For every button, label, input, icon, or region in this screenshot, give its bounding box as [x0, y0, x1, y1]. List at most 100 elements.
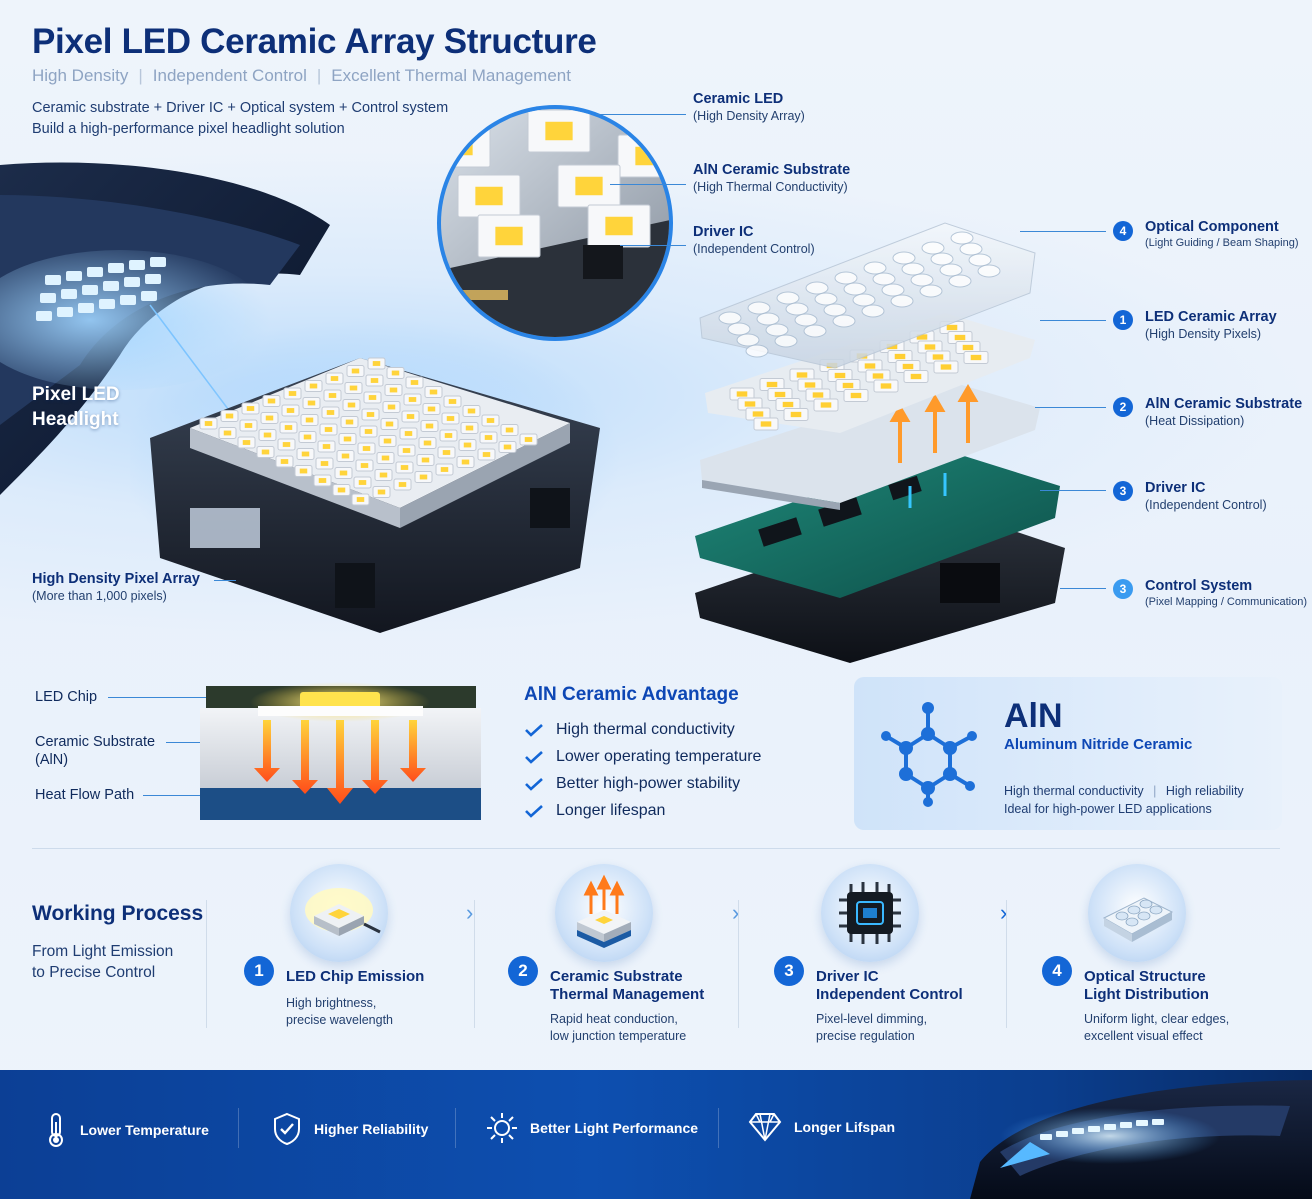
- optical-lens-cell: [892, 251, 916, 265]
- callout-driver-ic-title: Driver IC: [693, 224, 754, 240]
- callout-led-array-sub: (High Density Pixels): [1145, 327, 1262, 341]
- callout-ceramic-led: Ceramic LED (High Density Array): [693, 91, 805, 123]
- led-core: [427, 406, 436, 412]
- headlight-label-line-2: Headlight: [32, 409, 119, 430]
- advantage-item-label: Better high-power stability: [556, 774, 741, 792]
- led-core: [324, 427, 333, 432]
- advantage-item: Better high-power stability: [524, 770, 761, 797]
- led-core: [429, 389, 438, 395]
- step-3-title: Driver IC Independent Control: [816, 968, 963, 1004]
- leader-led-chip: [108, 697, 206, 698]
- optical-lens-cell: [776, 291, 800, 305]
- feature-higher-reliability: Higher Reliability: [272, 1112, 428, 1146]
- leader-driver-layer: [1040, 490, 1106, 491]
- led-core: [463, 442, 472, 448]
- process-title: Working Process: [32, 902, 204, 925]
- advantage-item-label: Longer lifespan: [556, 801, 666, 819]
- step-2-description: Rapid heat conduction, low junction temp…: [550, 1011, 686, 1045]
- step-4-desc-line-2: excellent visual effect: [1084, 1029, 1203, 1043]
- led-core: [379, 472, 388, 478]
- subtitle-control: Independent Control: [152, 66, 307, 85]
- checkmark-icon: [525, 723, 543, 737]
- optical-lens-cell: [794, 313, 818, 327]
- pixel-array-callout: High Density Pixel Array (More than 1,00…: [32, 571, 200, 603]
- led-core: [575, 176, 603, 196]
- led-core: [347, 402, 356, 408]
- advantage-item: Longer lifespan: [524, 797, 761, 824]
- led-core: [288, 391, 297, 396]
- led-core: [834, 372, 846, 379]
- step-1-title: LED Chip Emission: [286, 968, 424, 986]
- heat-label-substrate: Ceramic Substrate (AlN): [35, 733, 155, 769]
- process-arrow-icon: ›: [1000, 900, 1008, 925]
- led-core: [356, 497, 365, 502]
- led-core: [223, 430, 232, 436]
- led-core: [448, 399, 457, 404]
- step-1-desc-line-1: High brightness,: [286, 996, 377, 1010]
- checkmark-icon: [525, 804, 543, 818]
- leader-ain-substrate: [610, 184, 686, 185]
- led-core: [440, 467, 449, 472]
- led-array-module-illustration: [130, 318, 620, 633]
- optical-lens-cell: [968, 253, 992, 267]
- step-4-title-line-2: Light Distribution: [1084, 986, 1209, 1003]
- led-core: [339, 470, 348, 476]
- led-core: [391, 370, 400, 376]
- heat-flow-diagram: [200, 682, 481, 820]
- feature-label: Longer Lifspan: [794, 1119, 896, 1135]
- pixel-array-subtitle: (More than 1,000 pixels): [32, 589, 167, 603]
- led-core: [301, 451, 310, 457]
- led-core: [381, 455, 390, 461]
- optical-lens-cell: [843, 282, 867, 296]
- section-divider: [32, 848, 1280, 849]
- ain-description: High thermal conductivity | High reliabi…: [1004, 782, 1244, 818]
- led-core: [366, 412, 375, 417]
- leader-led-array: [1040, 320, 1106, 321]
- step-4-illustration: [1088, 864, 1186, 962]
- led-core: [385, 421, 394, 427]
- optical-lens-cell: [823, 303, 847, 317]
- optical-lens-cell: [765, 323, 789, 337]
- step-1-number: 1: [244, 956, 274, 986]
- leader-control-layer: [1060, 588, 1106, 589]
- step-2-number: 2: [508, 956, 538, 986]
- led-core: [326, 410, 335, 415]
- optical-lens-cell: [814, 292, 838, 306]
- led-core: [760, 421, 772, 427]
- subtitle-separator: |: [138, 66, 143, 85]
- led-core: [505, 427, 514, 433]
- step-2-desc-line-2: low junction temperature: [550, 1029, 687, 1043]
- step-4-desc-line-1: Uniform light, clear edges,: [1084, 1012, 1230, 1026]
- optical-lens-cell: [919, 284, 943, 298]
- optical-lens-cell: [834, 271, 858, 285]
- optical-lens-cell: [890, 294, 914, 308]
- led-core: [307, 400, 316, 406]
- feature-light-performance: Better Light Performance: [486, 1112, 698, 1144]
- led-core: [425, 423, 434, 429]
- led-core: [265, 415, 274, 421]
- heat-label-flow: Heat Flow Path: [35, 787, 135, 803]
- led-core: [894, 353, 906, 360]
- led-core: [320, 461, 329, 466]
- step-3-illustration: [821, 864, 919, 962]
- process-arrow-icon: ›: [466, 900, 474, 925]
- led-core: [946, 324, 958, 331]
- step-2-title-line-1: Ceramic Substrate: [550, 968, 683, 985]
- callout-ain-layer-title: AlN Ceramic Substrate: [1145, 396, 1303, 412]
- led-core: [842, 382, 854, 389]
- optical-lens-cell: [861, 304, 885, 318]
- optical-lens-cell: [718, 311, 742, 325]
- led-core: [812, 392, 824, 398]
- led-core: [910, 373, 922, 380]
- led-core: [850, 392, 862, 399]
- led-core: [482, 452, 491, 457]
- optical-lens-cell: [959, 242, 983, 256]
- led-core: [337, 487, 346, 493]
- led-core: [267, 398, 276, 404]
- led-core: [495, 226, 523, 246]
- advantage-item: High thermal conductivity: [524, 716, 761, 743]
- led-core: [444, 433, 453, 438]
- optical-lens-cell: [921, 241, 945, 255]
- led-core: [872, 373, 884, 379]
- feature-lower-temperature: Lower Temperature: [44, 1112, 209, 1148]
